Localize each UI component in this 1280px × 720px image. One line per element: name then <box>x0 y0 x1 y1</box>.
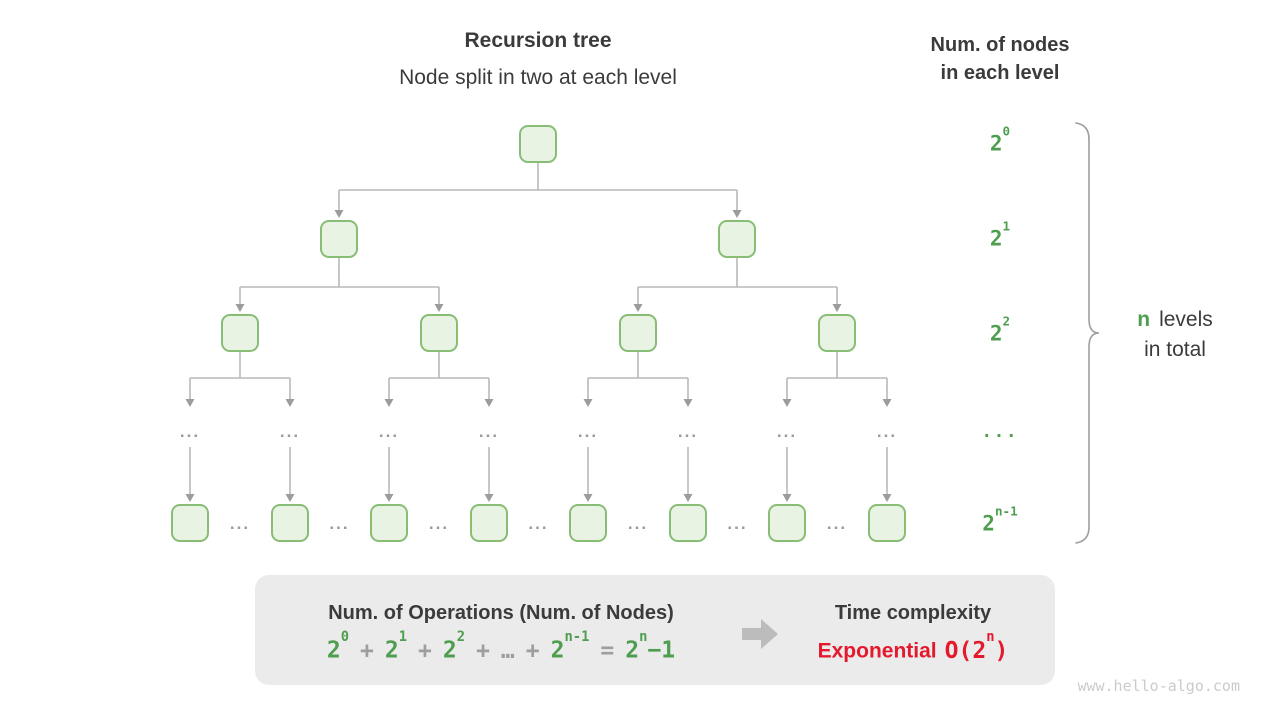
formula-token: 20 <box>326 629 349 664</box>
nodes-per-level-header-line2: in each level <box>940 62 1060 84</box>
tree-node <box>470 504 508 542</box>
operations-title: Num. of Operations (Num. of Nodes) <box>328 602 674 624</box>
arrowhead-icon <box>732 210 742 218</box>
big-o-notation: O(2n) <box>944 629 1009 664</box>
tree-ellipsis: ... <box>727 514 748 533</box>
level-count-label: 20 <box>989 123 1011 156</box>
tree-ellipsis: ... <box>279 422 301 441</box>
arrowhead-icon <box>583 399 593 407</box>
complexity-value: Exponential O(2n) <box>773 629 1053 664</box>
right-block-arrow-icon <box>742 619 778 649</box>
tree-node <box>221 314 259 352</box>
levels-word: levels <box>1159 308 1213 331</box>
level-count-label: 2n-1 <box>982 503 1018 536</box>
tree-node <box>420 314 458 352</box>
tree-node <box>271 504 309 542</box>
tree-node <box>718 220 756 258</box>
formula-token: + <box>476 637 490 664</box>
diagram-subtitle: Node split in two at each level <box>399 66 677 89</box>
arrowhead-icon <box>583 494 593 502</box>
tree-node <box>669 504 707 542</box>
arrowhead-icon <box>782 494 792 502</box>
tree-node <box>619 314 657 352</box>
tree-ellipsis: ... <box>677 422 699 441</box>
nodes-per-level-header-line1: Num. of nodes <box>930 34 1070 56</box>
tree-node <box>171 504 209 542</box>
arrowhead-icon <box>285 399 295 407</box>
arrowhead-icon <box>882 494 892 502</box>
tree-ellipsis: ... <box>229 514 251 533</box>
arrowhead-icon <box>434 304 444 312</box>
level-count-label: ... <box>981 422 1019 442</box>
tree-ellipsis: ... <box>528 514 549 533</box>
summary-box: Num. of Operations (Num. of Nodes) 20 +21… <box>255 575 1055 685</box>
formula-token: 2n-1 <box>550 629 590 664</box>
level-count-label: 21 <box>989 218 1011 251</box>
levels-brace <box>1075 122 1100 544</box>
levels-total-line2: in total <box>1144 338 1206 361</box>
tree-node <box>868 504 906 542</box>
arrowhead-icon <box>882 399 892 407</box>
formula-token: … <box>500 637 515 664</box>
arrowhead-icon <box>285 494 295 502</box>
arrowhead-icon <box>484 399 494 407</box>
arrowhead-icon <box>384 399 394 407</box>
tree-node <box>519 125 557 163</box>
tree-node <box>768 504 806 542</box>
arrowhead-icon <box>782 399 792 407</box>
arrowhead-icon <box>683 399 693 407</box>
arrowhead-icon <box>832 304 842 312</box>
arrowhead-icon <box>185 399 195 407</box>
arrowhead-icon <box>384 494 394 502</box>
tree-ellipsis: ... <box>179 422 201 441</box>
tree-node <box>569 504 607 542</box>
time-complexity-title: Time complexity <box>834 602 992 624</box>
level-count-label: 22 <box>989 313 1011 346</box>
arrowhead-icon <box>185 494 195 502</box>
nodes-per-level-header: Num. of nodes in each level <box>931 31 1070 87</box>
watermark: www.hello-algo.com <box>1077 677 1240 695</box>
tree-node <box>818 314 856 352</box>
operations-formula: 20 +21 +22 + … +2n-1 = 2n−1 <box>255 629 747 664</box>
tree-ellipsis: ... <box>826 514 848 533</box>
arrowhead-icon <box>484 494 494 502</box>
arrowhead-icon <box>683 494 693 502</box>
tree-ellipsis: ... <box>378 422 400 441</box>
tree-ellipsis: ... <box>577 422 599 441</box>
arrowhead-icon <box>334 210 344 218</box>
formula-token: 21 <box>384 629 408 664</box>
arrowhead-icon <box>235 304 245 312</box>
complexity-word: Exponential <box>817 639 937 663</box>
n-symbol: n <box>1137 308 1151 331</box>
formula-token: 22 <box>442 629 466 664</box>
tree-ellipsis: ... <box>478 422 500 441</box>
formula-token: = <box>600 637 615 664</box>
tree-ellipsis: ... <box>329 514 350 533</box>
diagram-title: Recursion tree <box>464 29 612 52</box>
formula-token: + <box>525 637 540 664</box>
formula-token: + <box>360 637 374 664</box>
tree-ellipsis: ... <box>627 514 649 533</box>
formula-token: 2n−1 <box>625 629 676 664</box>
formula-token: + <box>418 637 432 664</box>
arrowhead-icon <box>633 304 643 312</box>
tree-ellipsis: ... <box>428 514 450 533</box>
tree-node <box>370 504 408 542</box>
tree-ellipsis: ... <box>776 422 798 441</box>
tree-ellipsis: ... <box>876 422 898 441</box>
tree-node <box>320 220 358 258</box>
